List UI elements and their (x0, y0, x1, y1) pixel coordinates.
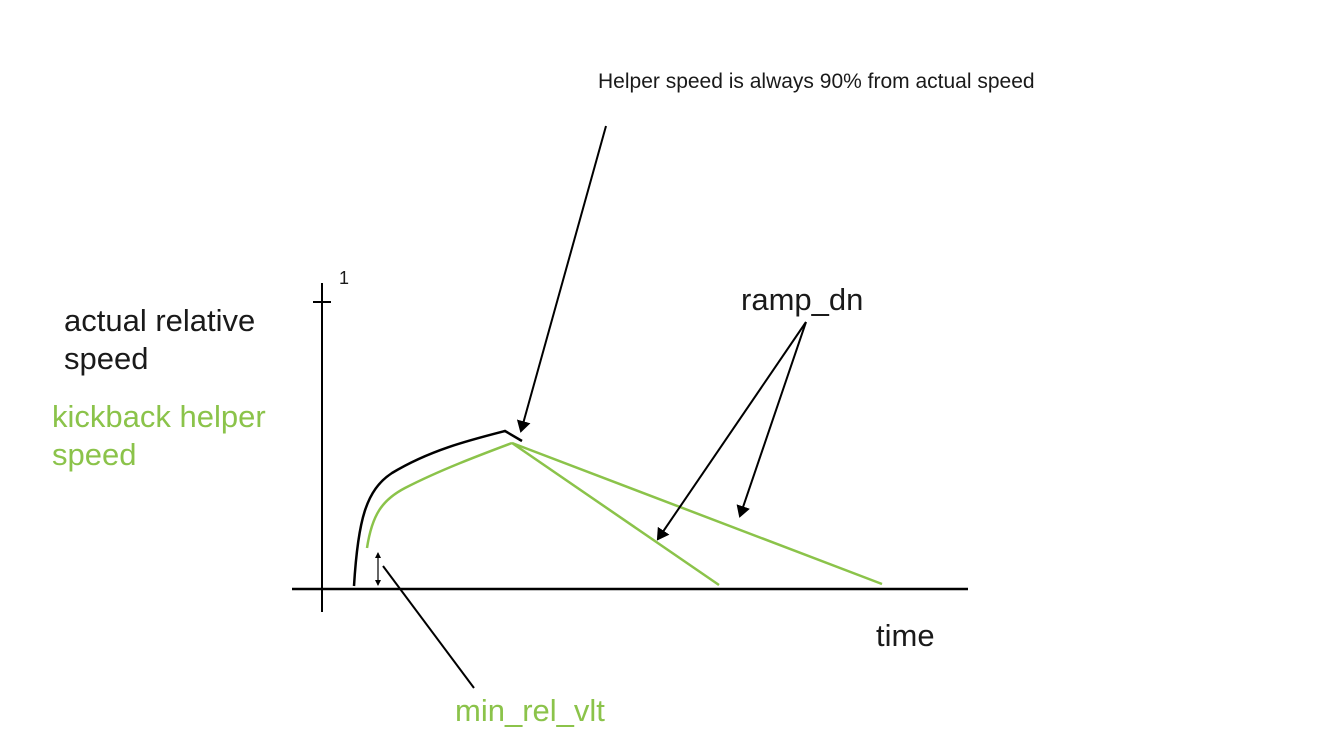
y-axis-label: actual relative speed (64, 302, 255, 378)
y-axis-label-line2: speed (64, 341, 149, 376)
y-axis-tick-label: 1 (339, 268, 350, 288)
helper-speed-label-line2: speed (52, 437, 137, 472)
ramp-arrow-slow (736, 321, 807, 518)
min-label-leader (382, 565, 475, 689)
note-arrow (516, 125, 607, 433)
y-axis-label-line1: actual relative (64, 303, 256, 338)
helper-speed-label: kickback helper speed (52, 398, 266, 474)
helper-speed-label-line1: kickback helper (52, 399, 266, 434)
ramp-arrow-fast (656, 321, 807, 541)
x-axis-label: time (876, 618, 935, 653)
helper-ramp-down-slow (511, 441, 883, 586)
ramp-dn-label: ramp_dn (741, 282, 864, 317)
min-rel-vlt-label: min_rel_vlt (455, 693, 605, 728)
helper-ramp-down-fast (511, 441, 720, 587)
actual-speed-curve (352, 429, 523, 587)
helper-speed-note: Helper speed is always 90% from actual s… (598, 70, 1035, 93)
helper-speed-curve (365, 441, 513, 549)
